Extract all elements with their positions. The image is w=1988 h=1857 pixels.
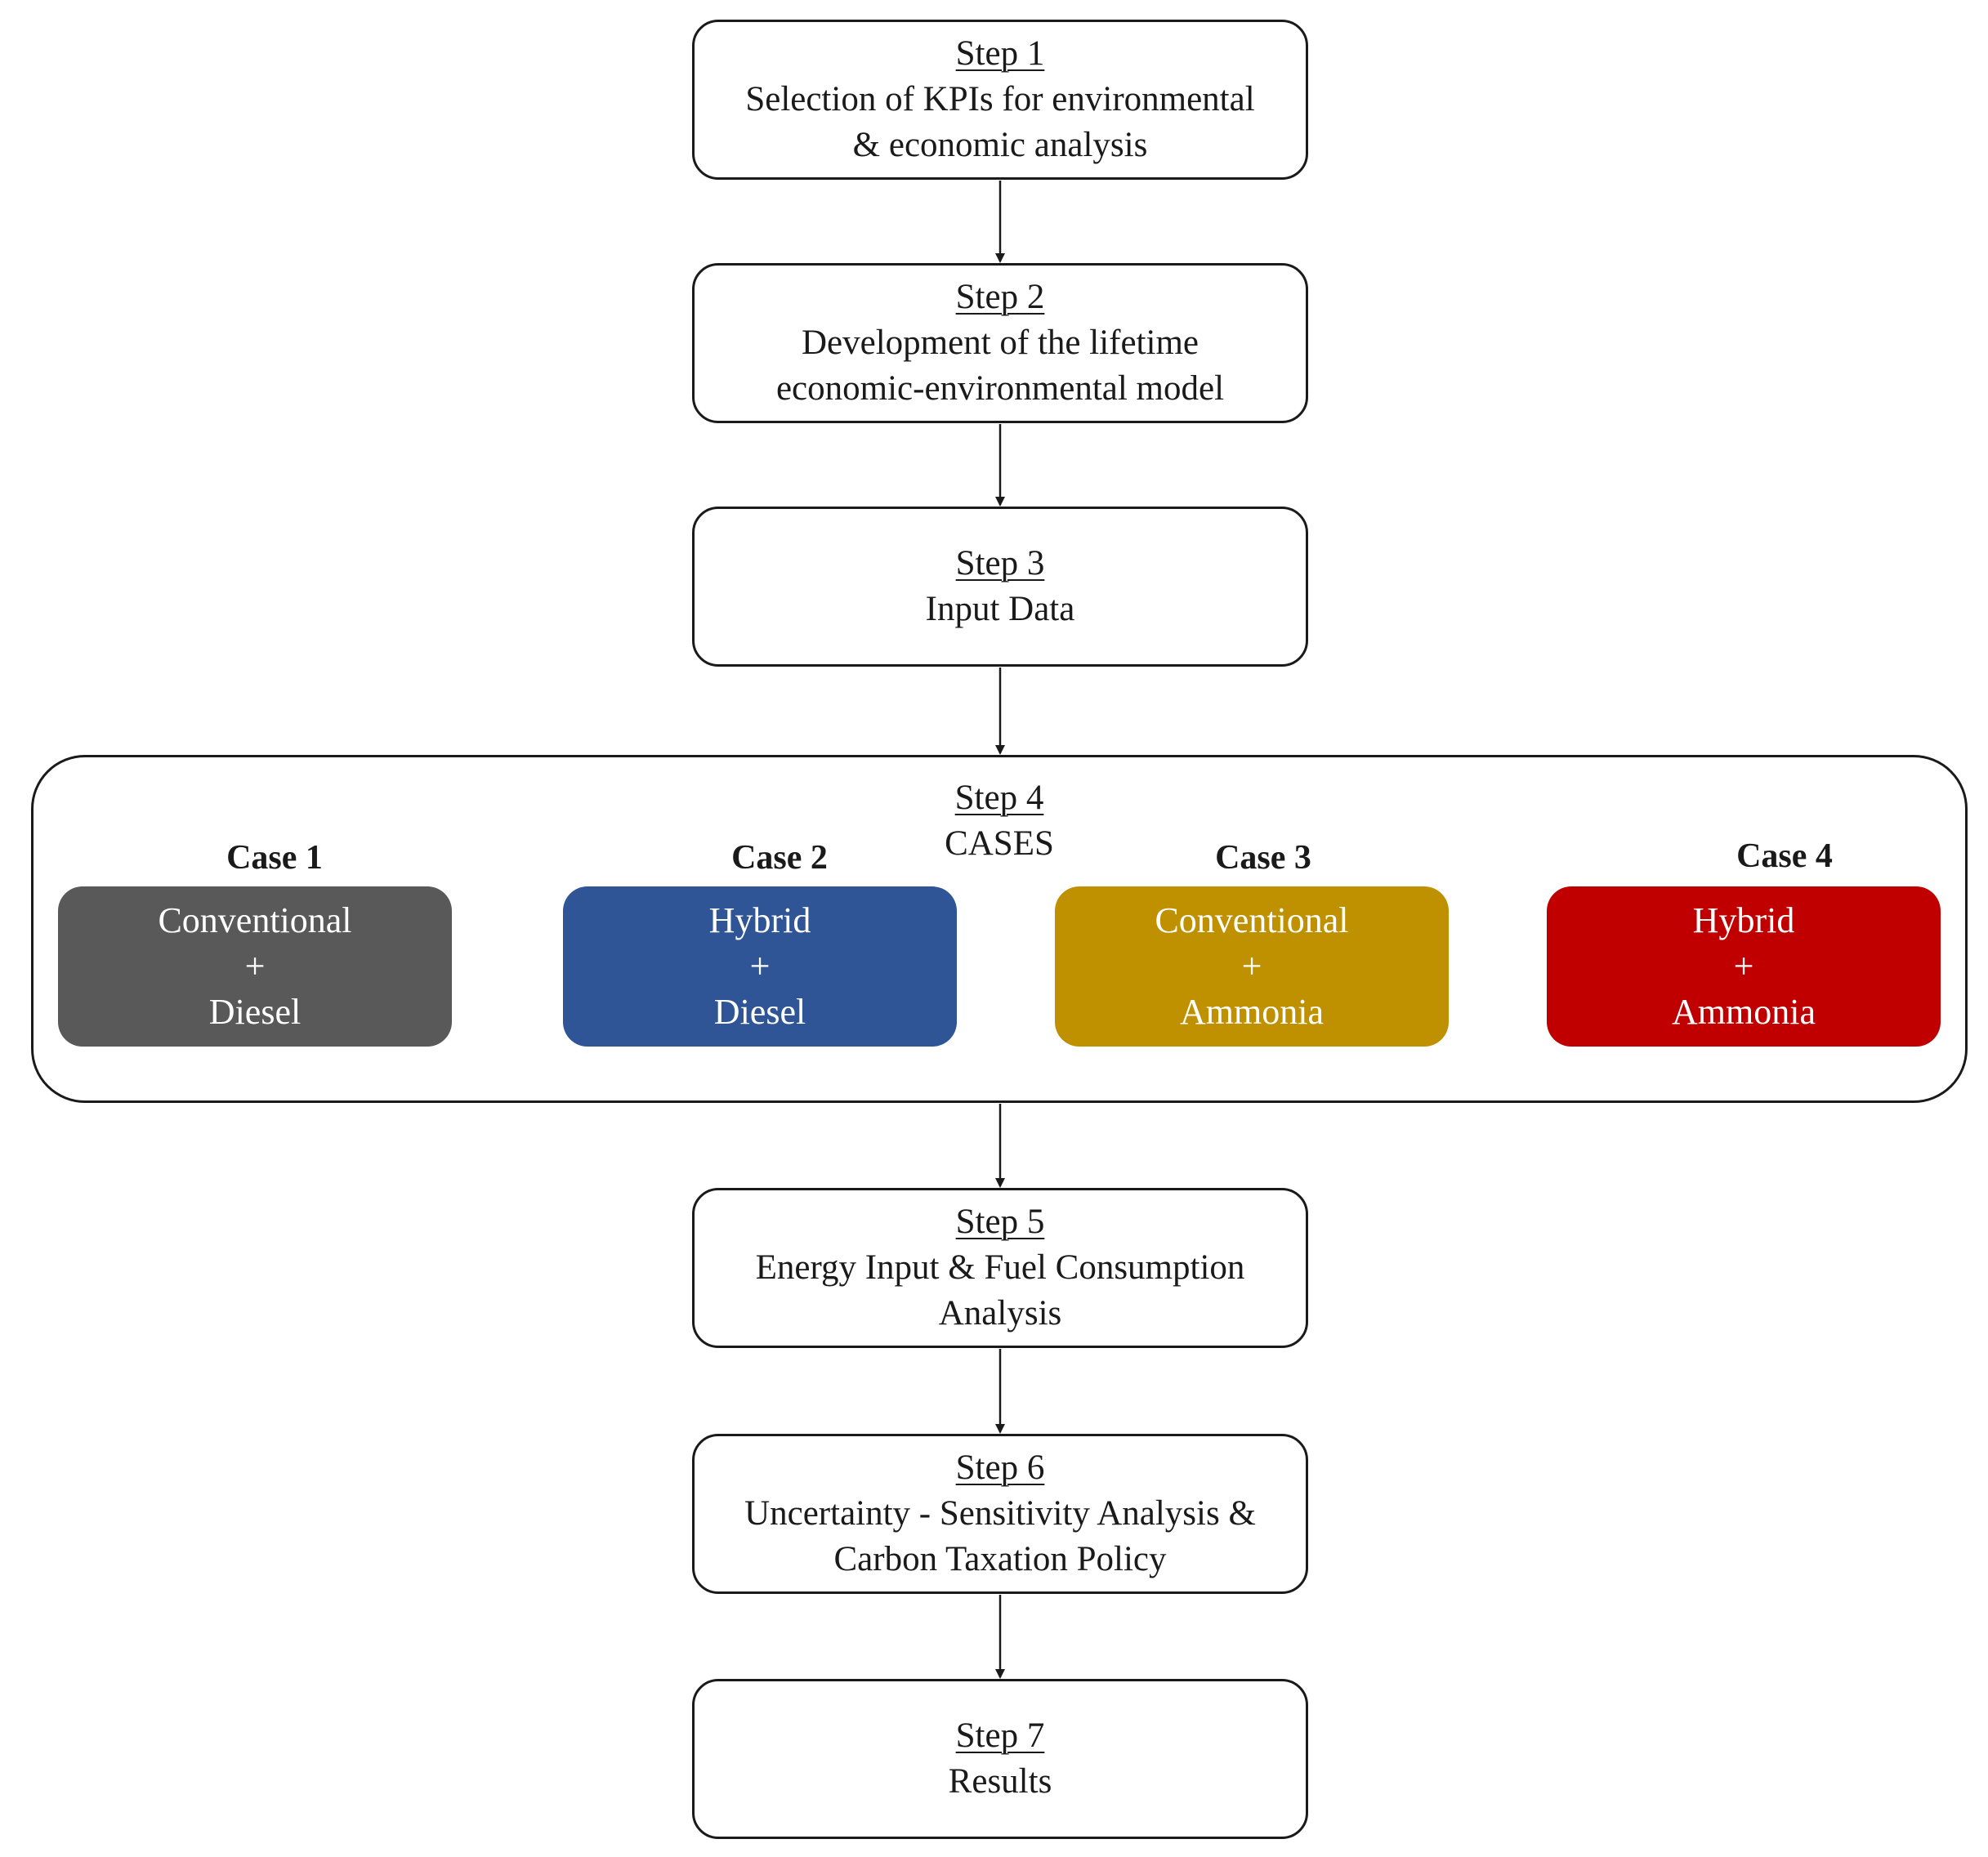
case-4-line-3: Ammonia [1672,992,1816,1032]
case-1-line-3: Diesel [208,992,302,1032]
step-7-text-line-1: Results [948,1762,1052,1801]
case-1-line-1: Conventional [158,900,352,940]
step-5-text-line-1: Energy Input & Fuel Consumption [755,1248,1245,1287]
step-6-box: Step 6 Uncertainty - Sensitivity Analysi… [692,1434,1308,1594]
step-6-text-line-2: Carbon Taxation Policy [833,1540,1167,1578]
case-3-box: Conventional + Ammonia [1055,886,1449,1047]
step-1-text-line-1: Selection of KPIs for environmental [745,80,1255,118]
step-3-box: Step 3 Input Data [692,507,1308,667]
case-2-title: Case 2 [731,839,828,877]
step-2-label: Step 2 [955,278,1045,316]
step-4-label: Step 4 [954,779,1044,817]
case-3-line-2: + [1241,946,1262,986]
step-3-text-line-1: Input Data [925,590,1075,628]
step-2-text-line-2: economic-environmental model [775,369,1225,408]
case-2-line-3: Diesel [713,992,806,1032]
case-1-title: Case 1 [226,839,323,877]
step-6-text-line-1: Uncertainty - Sensitivity Analysis & [744,1494,1256,1533]
step-1-label: Step 1 [955,34,1045,73]
case-3-title: Case 3 [1215,839,1311,877]
case-2-line-2: + [749,946,771,986]
case-1-line-2: + [244,946,266,986]
step-2-text-line-1: Development of the lifetime [802,324,1199,362]
step-4-text-line-1: CASES [945,824,1054,863]
step-7-box: Step 7 Results [692,1679,1308,1839]
step-3-label: Step 3 [955,544,1045,583]
step-1-text-line-2: & economic analysis [852,126,1148,164]
step-5-text-line-2: Analysis [938,1294,1062,1332]
case-2-box: Hybrid + Diesel [563,886,957,1047]
case-3-line-1: Conventional [1155,900,1349,940]
step-2-box: Step 2 Development of the lifetime econo… [692,263,1308,423]
case-4-line-2: + [1733,946,1754,986]
step-1-box: Step 1 Selection of KPIs for environment… [692,20,1308,180]
step-6-label: Step 6 [955,1449,1045,1487]
step-5-label: Step 5 [955,1203,1045,1241]
case-4-line-1: Hybrid [1692,900,1795,940]
step-5-box: Step 5 Energy Input & Fuel Consumption A… [692,1188,1308,1348]
step-4-cases-box: Step 4 CASES Case 1 Conventional + Diese… [31,755,1968,1103]
case-4-box: Hybrid + Ammonia [1547,886,1941,1047]
step-4-header: Step 4 CASES [34,775,1965,867]
case-1-box: Conventional + Diesel [58,886,452,1047]
case-3-line-3: Ammonia [1180,992,1324,1032]
case-2-line-1: Hybrid [708,900,811,940]
step-7-label: Step 7 [955,1716,1045,1755]
case-4-title: Case 4 [1736,837,1833,875]
